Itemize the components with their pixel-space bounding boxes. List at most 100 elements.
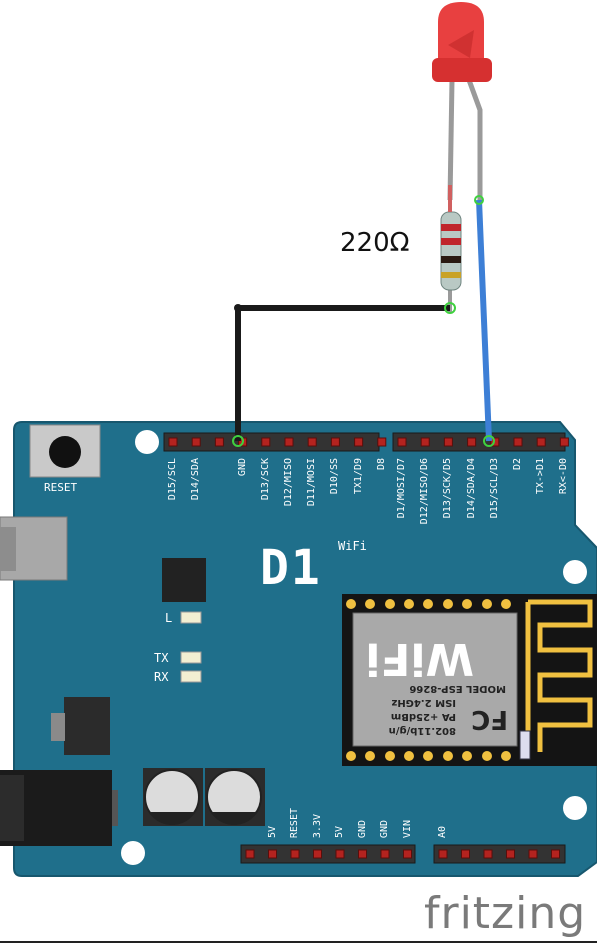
header-pin[interactable] xyxy=(330,437,340,447)
led-rx-label: RX xyxy=(154,670,169,684)
usb-serial-chip xyxy=(162,558,206,602)
capacitor xyxy=(206,769,262,825)
header-pin[interactable] xyxy=(377,437,387,447)
fritzing-watermark: fritzing xyxy=(424,888,587,939)
mounting-hole xyxy=(563,796,587,820)
led-tx-indicator xyxy=(180,651,202,664)
capacitor xyxy=(144,769,200,825)
pin-label: D12/MISO/D6 xyxy=(419,458,431,525)
header-pin[interactable] xyxy=(245,849,255,859)
module-wifi-text: WiFi xyxy=(365,633,474,684)
pin-label: D11/MOSI xyxy=(306,458,318,507)
header-pin[interactable] xyxy=(559,437,569,447)
header-pin[interactable] xyxy=(513,437,523,447)
mounting-hole xyxy=(563,560,587,584)
antenna-trace xyxy=(525,599,593,752)
module-pads-bottom xyxy=(346,751,511,761)
pins-bottom-right xyxy=(438,849,560,859)
pin-label: RESET xyxy=(289,807,300,838)
header-pin[interactable] xyxy=(420,437,430,447)
header-bottom-left xyxy=(240,844,416,864)
resistor-label: 220Ω xyxy=(340,228,410,258)
pin-label: GND xyxy=(379,819,390,838)
pin-label: D14/SDA xyxy=(190,458,202,501)
pin-label: TX->D1 xyxy=(535,458,547,495)
module-spec-line: PA +25dBm xyxy=(390,711,456,722)
pin-label: 5V xyxy=(334,825,345,838)
pin-label: D8 xyxy=(375,458,387,471)
pin-label: D15/SCL xyxy=(167,458,178,501)
header-pin[interactable] xyxy=(268,849,277,859)
led-l-indicator xyxy=(180,611,202,624)
header-pin[interactable] xyxy=(358,849,367,859)
header-pin[interactable] xyxy=(214,437,224,447)
voltage-regulator xyxy=(64,697,110,755)
pin-label: A0 xyxy=(437,825,448,838)
led-rx-indicator xyxy=(180,670,202,683)
pin-label: D13/SCK xyxy=(259,458,271,501)
header-pin[interactable] xyxy=(528,849,538,859)
header-pin[interactable] xyxy=(380,849,390,859)
header-pin[interactable] xyxy=(191,437,201,447)
mounting-hole xyxy=(135,430,159,454)
header-pin[interactable] xyxy=(261,437,271,447)
module-fc-mark: FC xyxy=(471,704,508,734)
pin-label: GND xyxy=(236,458,248,477)
header-pin[interactable] xyxy=(354,437,364,447)
header-pin[interactable] xyxy=(438,849,448,859)
pin-label: 3.3V xyxy=(311,813,323,838)
header-bottom-right xyxy=(433,844,566,864)
node-led-anode xyxy=(474,195,484,205)
pin-label: D1/MOSI/D7 xyxy=(396,458,407,519)
header-pin[interactable] xyxy=(397,437,407,447)
header-pin[interactable] xyxy=(335,849,345,859)
pin-label: D10/SS xyxy=(329,458,341,495)
pin-label: VIN xyxy=(401,819,413,838)
pin-label: 5V xyxy=(266,825,278,838)
pin-label: D15/SCL/D3 xyxy=(488,458,500,519)
pin-label: TX1/D9 xyxy=(352,458,364,495)
header-pin[interactable] xyxy=(536,437,546,447)
header-pin[interactable] xyxy=(168,437,178,447)
header-pin[interactable] xyxy=(467,437,477,447)
wire-d3-blue xyxy=(476,199,492,442)
header-pin[interactable] xyxy=(551,849,560,859)
header-pin[interactable] xyxy=(483,849,493,859)
module-spec-line: ISM 2.4GHz xyxy=(391,697,456,708)
node-resistor xyxy=(444,302,456,314)
resistor-220 xyxy=(440,195,462,312)
reset-label: RESET xyxy=(44,481,78,494)
header-pin[interactable] xyxy=(461,849,470,859)
header-pin[interactable] xyxy=(290,849,300,859)
mounting-hole xyxy=(121,841,145,865)
led-l-label: L xyxy=(165,611,173,625)
esp8266-shield xyxy=(352,612,518,747)
node-d3 xyxy=(483,435,495,447)
led-tx-label: TX xyxy=(154,651,169,665)
header-pin[interactable] xyxy=(307,437,317,447)
d1-logo: D1 xyxy=(260,540,322,596)
pins-bottom-left xyxy=(245,849,412,859)
pin-label: D12/MISO xyxy=(283,458,294,507)
bottom-border-line xyxy=(0,941,597,943)
pin-label: GND xyxy=(356,819,368,838)
header-pin[interactable] xyxy=(284,437,294,447)
module-pads-top xyxy=(346,599,511,609)
pin-label: D14/SDA/D4 xyxy=(465,458,477,519)
pin-label: D13/SCK/D5 xyxy=(442,458,454,519)
reset-button-cap[interactable] xyxy=(49,436,81,468)
header-pin[interactable] xyxy=(506,849,515,859)
header-pin[interactable] xyxy=(403,849,412,859)
node-gnd xyxy=(232,435,244,447)
module-label-block: WiFi MODEL ESP-8266 ISM 2.4GHz PA +25dBm… xyxy=(356,616,516,744)
module-spec-line: 802.11b/g/n xyxy=(388,725,456,736)
header-pin[interactable] xyxy=(443,437,453,447)
header-pin[interactable] xyxy=(313,849,322,859)
red-led xyxy=(432,2,492,201)
pin-label: RX<-D0 xyxy=(558,458,570,495)
pin-label: D2 xyxy=(512,458,523,471)
module-spec-line: MODEL ESP-8266 xyxy=(409,683,506,694)
wifi-sup-label: WiFi xyxy=(338,539,367,553)
